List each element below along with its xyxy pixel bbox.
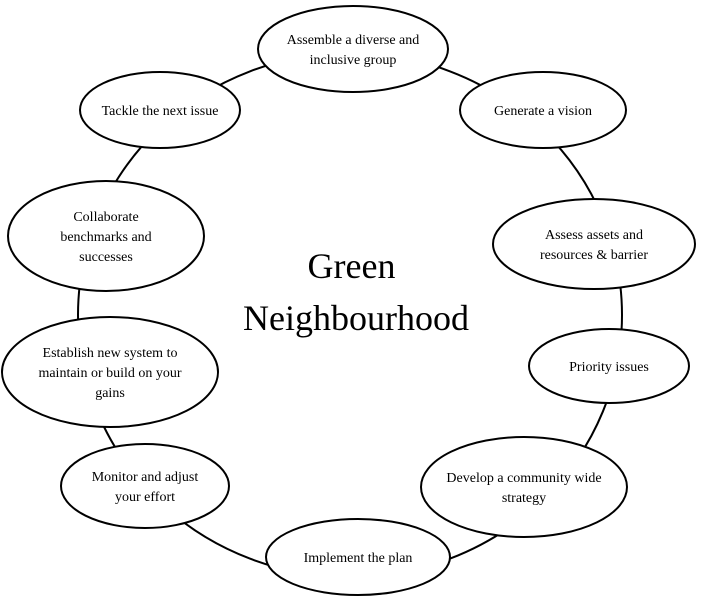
step-monitor-adjust-ellipse (60, 443, 230, 529)
step-tackle-next-ellipse (79, 71, 241, 149)
step-generate-vision-ellipse (459, 71, 627, 149)
step-priority-issues-label: Priority issues (569, 360, 649, 375)
step-develop-strategy: Develop a community wide strategy (420, 436, 628, 538)
step-priority-issues: Priority issues (528, 328, 690, 404)
step-develop-strategy-label-line: strategy (502, 491, 546, 506)
step-assess-assets-ellipse (492, 198, 696, 290)
step-assess-assets: Assess assets and resources & barrier (492, 198, 696, 290)
step-implement-plan-label: Implement the plan (304, 551, 413, 566)
step-implement-plan-label-line: Implement the plan (304, 551, 413, 566)
step-priority-issues-ellipse (528, 328, 690, 404)
center-title-line-2: Neighbourhood (243, 298, 469, 338)
step-establish-system-label-line: gains (95, 386, 125, 401)
step-collaborate-benchmarks-label-line: benchmarks and (60, 230, 151, 245)
center-title: Green Neighbourhood (243, 246, 469, 338)
step-priority-issues-label-line: Priority issues (569, 360, 649, 375)
step-generate-vision-label: Generate a vision (494, 104, 592, 119)
step-implement-plan: Implement the plan (265, 518, 451, 596)
step-tackle-next-label-line: Tackle the next issue (102, 104, 219, 119)
step-develop-strategy-ellipse (420, 436, 628, 538)
step-establish-system-label: Establish new system to maintain or build… (38, 346, 181, 401)
center-title-line-1: Green (308, 246, 396, 286)
step-monitor-adjust-label: Monitor and adjust your effort (92, 470, 199, 505)
step-assemble-group-label-line: inclusive group (310, 53, 397, 68)
step-generate-vision: Generate a vision (459, 71, 627, 149)
step-assess-assets-label-line: Assess assets and (545, 228, 643, 243)
step-collaborate-benchmarks-label-line: successes (79, 250, 133, 265)
step-establish-system-ellipse (1, 316, 219, 428)
step-collaborate-benchmarks-label: Collaborate benchmarks and successes (60, 210, 151, 265)
step-monitor-adjust-label-line: your effort (115, 490, 175, 505)
step-establish-system-label-line: maintain or build on your (38, 366, 181, 381)
step-establish-system-label-line: Establish new system to (43, 346, 178, 361)
step-collaborate-benchmarks-ellipse (7, 180, 205, 292)
step-assemble-group-ellipse (257, 5, 449, 93)
step-tackle-next-label: Tackle the next issue (102, 104, 219, 119)
step-collaborate-benchmarks: Collaborate benchmarks and successes (7, 180, 205, 292)
step-assess-assets-label-line: resources & barrier (540, 248, 648, 263)
cycle-steps: Assemble a diverse and inclusive groupGen… (1, 5, 696, 596)
step-assemble-group-label-line: Assemble a diverse and (287, 33, 420, 48)
step-implement-plan-ellipse (265, 518, 451, 596)
step-assess-assets-label: Assess assets and resources & barrier (540, 228, 648, 263)
step-monitor-adjust-label-line: Monitor and adjust (92, 470, 199, 485)
step-generate-vision-label-line: Generate a vision (494, 104, 592, 119)
step-assemble-group: Assemble a diverse and inclusive group (257, 5, 449, 93)
step-assemble-group-label: Assemble a diverse and inclusive group (287, 33, 420, 68)
step-tackle-next: Tackle the next issue (79, 71, 241, 149)
step-develop-strategy-label: Develop a community wide strategy (446, 471, 601, 506)
step-develop-strategy-label-line: Develop a community wide (446, 471, 601, 486)
step-establish-system: Establish new system to maintain or build… (1, 316, 219, 428)
step-collaborate-benchmarks-label-line: Collaborate (73, 210, 138, 225)
step-monitor-adjust: Monitor and adjust your effort (60, 443, 230, 529)
